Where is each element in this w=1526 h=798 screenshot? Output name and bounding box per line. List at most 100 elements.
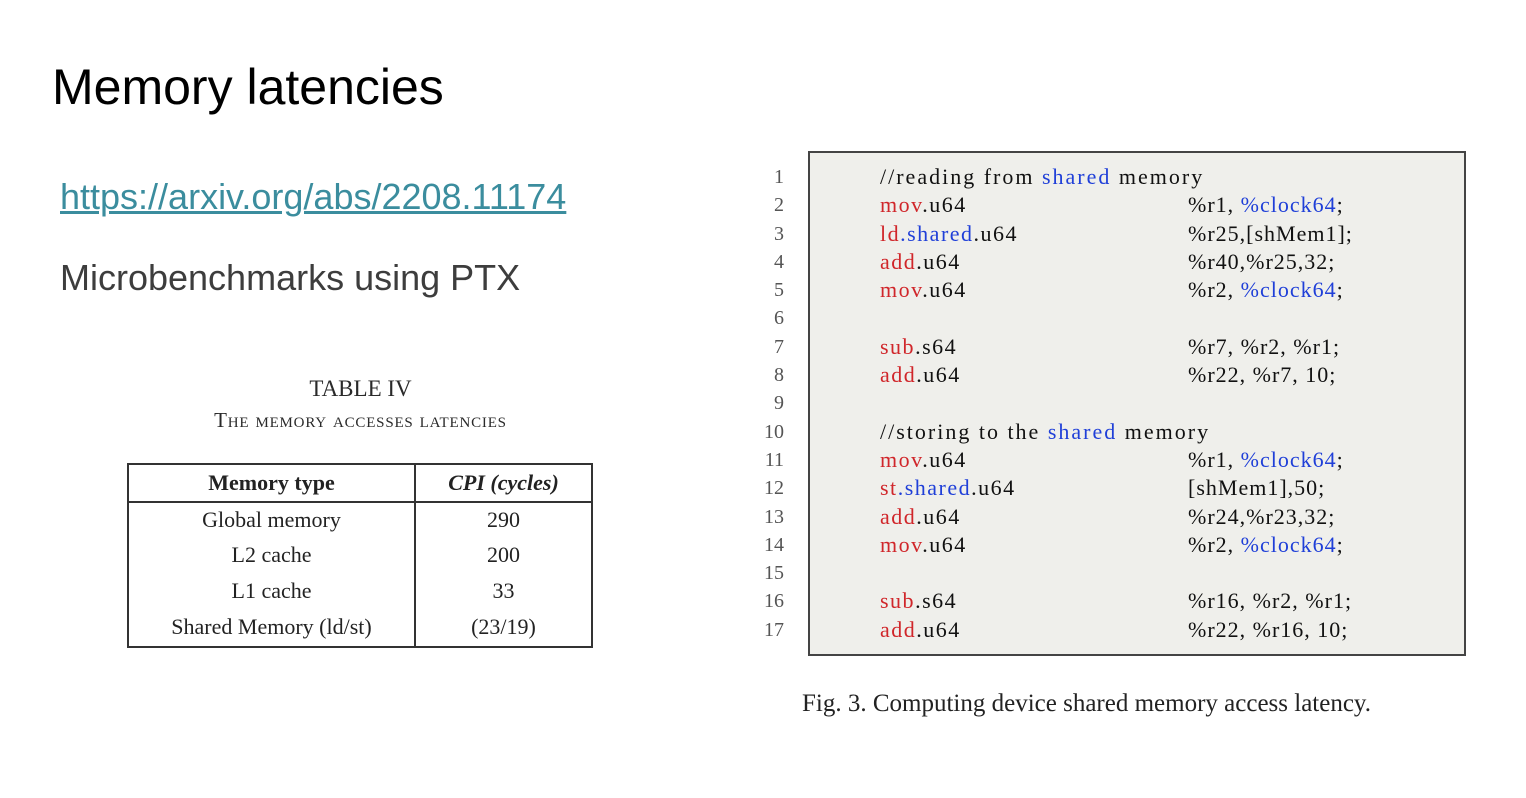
instruction-type: .u64 (916, 248, 961, 274)
instruction-type: .u64 (973, 220, 1019, 246)
code-line (880, 559, 1460, 587)
comment-keyword: shared (1047, 418, 1118, 444)
operand-text: %r25,[shMem1]; (1188, 220, 1353, 246)
instruction-state-space: .shared (897, 475, 972, 501)
line-number: 16 (764, 590, 784, 613)
operand-text: ; (1336, 192, 1344, 218)
code-line: st.shared.u64 [shMem1],50; (880, 474, 1460, 502)
operand-text: ; (1336, 446, 1344, 472)
instruction-type: .u64 (922, 446, 967, 472)
comment-text: //reading from (880, 164, 1042, 189)
code-operands: %r22, %r7, 10; (1188, 361, 1336, 389)
instruction-opcode: st (880, 475, 898, 501)
table-number: TABLE IV (309, 376, 412, 401)
code-line: mov.u64 %r1, %clock64; (880, 191, 1460, 219)
instruction-opcode: sub (880, 333, 916, 359)
code-operands: [shMem1],50; (1188, 474, 1325, 502)
code-operands: %r40,%r25,32; (1188, 248, 1335, 276)
row-cpi: (23/19) (471, 614, 536, 639)
code-line (880, 304, 1460, 332)
line-number: 15 (764, 562, 784, 585)
instruction-type: .u64 (922, 531, 967, 557)
instruction-type: .u64 (916, 503, 961, 529)
operand-text: %r24,%r23,32; (1188, 503, 1336, 529)
instruction-opcode: add (880, 362, 917, 388)
instruction-type: .u64 (922, 192, 967, 218)
code-operands: %r2, %clock64; (1188, 276, 1344, 304)
line-number: 10 (764, 420, 784, 443)
operand-text: %r2, (1188, 531, 1241, 557)
line-number: 17 (764, 618, 784, 641)
code-line: mov.u64 %r2, %clock64; (880, 276, 1460, 304)
slide-subtitle: Microbenchmarks using PTX (60, 257, 521, 298)
code-line: mov.u64%r1, %clock64; (880, 446, 1460, 474)
line-number: 7 (774, 335, 784, 358)
table-header: Memory type CPI (cycles) (129, 465, 591, 503)
code-line: ld.shared.u64 %r25,[shMem1]; (880, 220, 1460, 248)
row-cpi: 290 (487, 507, 520, 532)
instruction-opcode: add (880, 616, 917, 642)
code-operands: %r24,%r23,32; (1188, 503, 1335, 531)
line-number: 6 (774, 307, 784, 330)
table-divider (414, 465, 416, 646)
line-number: 9 (774, 392, 784, 415)
code-instruction: mov.u64 (880, 531, 967, 559)
code-instruction: st.shared.u64 (880, 474, 1016, 502)
code-line: add.u64 %r40,%r25,32; (880, 248, 1460, 276)
code-instruction: sub.s64 (880, 333, 957, 361)
code-line: add.u64%r22, %r16, 10; (880, 616, 1460, 644)
instruction-type: .u64 (971, 475, 1016, 501)
code-instruction: add.u64 (880, 503, 961, 531)
code-line: //storing to the shared memory (880, 418, 1460, 446)
instruction-opcode: mov (880, 446, 923, 472)
row-memory-type: L1 cache (231, 578, 312, 603)
code-instruction: sub.s64 (880, 587, 957, 615)
code-line: add.u64 %r24,%r23,32; (880, 503, 1460, 531)
latency-table: Memory type CPI (cycles) Global memory 2… (127, 463, 593, 648)
row-memory-type: Shared Memory (ld/st) (171, 614, 372, 639)
row-memory-type: Global memory (202, 507, 341, 532)
code-instruction: mov.u64 (880, 276, 967, 304)
code-operands: %r1, %clock64; (1188, 191, 1344, 219)
code-instruction: add.u64 (880, 361, 961, 389)
operand-register: %clock64 (1240, 277, 1337, 303)
arxiv-link[interactable]: https://arxiv.org/abs/2208.11174 (60, 176, 567, 217)
table-title: The memory accesses latencies (214, 408, 507, 432)
header-cpi: CPI (cycles) (448, 470, 559, 495)
line-number: 1 (774, 166, 784, 188)
code-listing-box (808, 151, 1466, 656)
code-line: sub.s64 %r7, %r2, %r1; (880, 333, 1460, 361)
instruction-opcode: sub (880, 588, 916, 614)
instruction-opcode: ld (880, 220, 901, 246)
operand-text: %r40,%r25,32; (1188, 248, 1336, 274)
operand-text: %r16, %r2, %r1; (1188, 588, 1353, 614)
code-operands: %r7, %r2, %r1; (1188, 333, 1340, 361)
operand-register: %clock64 (1240, 192, 1337, 218)
instruction-opcode: add (880, 248, 917, 274)
comment-keyword: shared (1041, 164, 1112, 189)
code-instruction: add.u64 (880, 248, 961, 276)
instruction-opcode: mov (880, 531, 923, 557)
code-line: add.u64 %r22, %r7, 10; (880, 361, 1460, 389)
code-line: mov.u64%r2, %clock64; (880, 531, 1460, 559)
line-number: 12 (764, 477, 784, 500)
operand-register: %clock64 (1240, 531, 1337, 557)
code-instruction: ld.shared.u64 (880, 220, 1018, 248)
operand-text: %r22, %r7, 10; (1188, 362, 1337, 388)
line-number: 3 (774, 222, 784, 245)
header-memory-type: Memory type (208, 470, 335, 495)
line-number: 4 (774, 250, 784, 273)
instruction-opcode: mov (880, 192, 923, 218)
row-cpi: 200 (487, 542, 520, 567)
code-comment: //reading from shared memory (880, 163, 1204, 191)
line-number: 11 (764, 448, 784, 471)
code-operands: %r25,[shMem1]; (1188, 220, 1353, 248)
operand-text: %r1, (1188, 446, 1241, 472)
comment-text: memory (1111, 164, 1205, 189)
line-number: 8 (774, 364, 784, 387)
row-cpi: 33 (492, 578, 515, 603)
operand-text: %r22, %r16, 10; (1188, 616, 1349, 642)
instruction-state-space: .shared (900, 220, 974, 246)
operand-text: ; (1336, 277, 1344, 303)
